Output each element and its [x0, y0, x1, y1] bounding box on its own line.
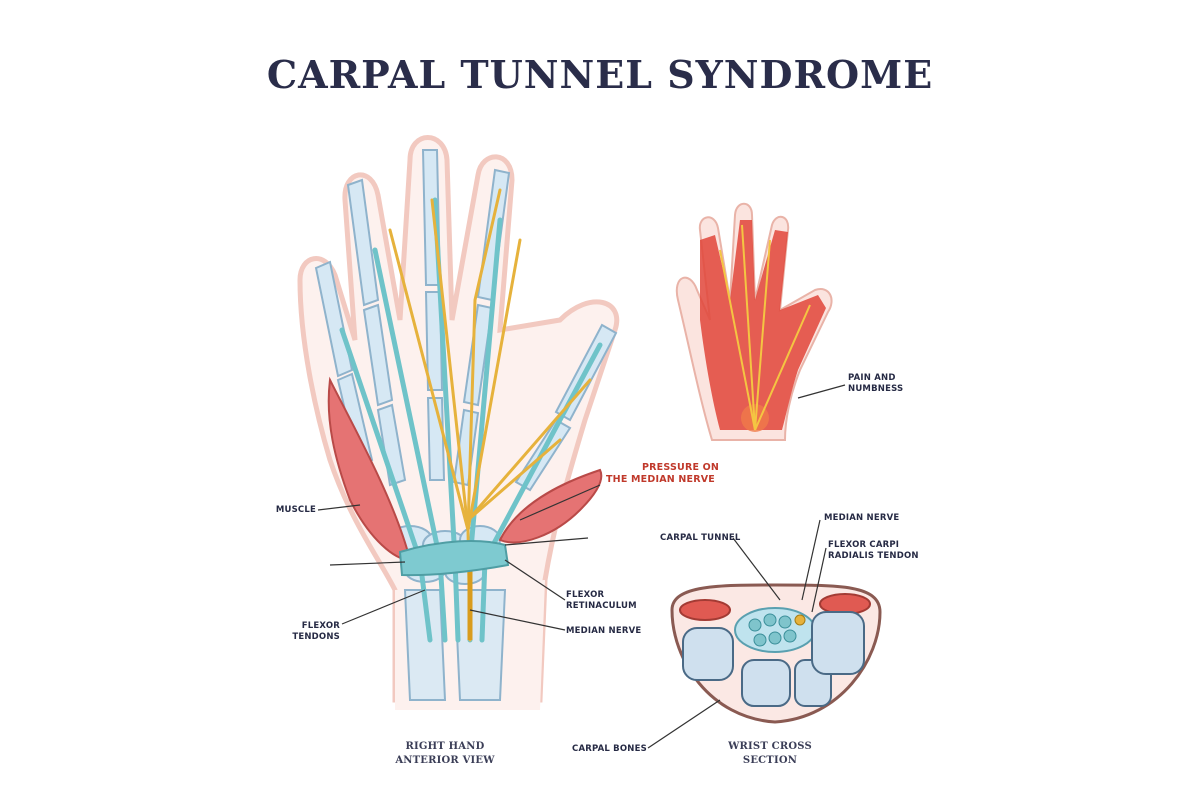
carpal-bones-cross — [682, 611, 865, 707]
small-hand-nerves — [719, 224, 811, 431]
tendon-left — [679, 599, 731, 621]
caption-wrist-cross-section: WRIST CROSS SECTION — [728, 741, 812, 766]
label-flexor-retinaculum: FLEXOR RETINACULUM — [566, 590, 637, 611]
median-nerve-dot — [794, 614, 806, 626]
label-flexor-carpi-radialis: FLEXOR CARPI RADIALIS TENDON — [828, 540, 919, 561]
hand-pain-icon — [675, 202, 833, 441]
label-pressure-median-nerve: PRESSURE ON THE MEDIAN NERVE — [606, 462, 720, 485]
leader-lines — [317, 384, 846, 749]
label-carpal-bones: CARPAL BONES — [572, 744, 647, 754]
caption-right-hand: RIGHT HAND ANTERIOR VIEW — [395, 741, 495, 766]
hand-anatomy-icon — [297, 135, 620, 710]
wrist-cross-section-icon — [670, 583, 882, 724]
tunnel-tendons — [748, 613, 797, 647]
label-muscle: MUSCLE — [275, 505, 316, 515]
flexor-retinaculum — [398, 539, 510, 577]
label-carpal-tunnel: CARPAL TUNNEL — [660, 533, 741, 543]
label-median-nerve-main: MEDIAN NERVE — [566, 626, 642, 636]
muscle-left — [327, 376, 412, 562]
label-median-nerve-cross: MEDIAN NERVE — [824, 513, 900, 523]
page-title: CARPAL TUNNEL SYNDROME — [266, 52, 934, 97]
label-flexor-tendons: FLEXOR TENDONS — [292, 621, 340, 642]
carpal-tunnel-area — [734, 607, 816, 653]
finger-bones — [314, 149, 618, 492]
label-pain-numbness: PAIN AND NUMBNESS — [848, 373, 904, 394]
